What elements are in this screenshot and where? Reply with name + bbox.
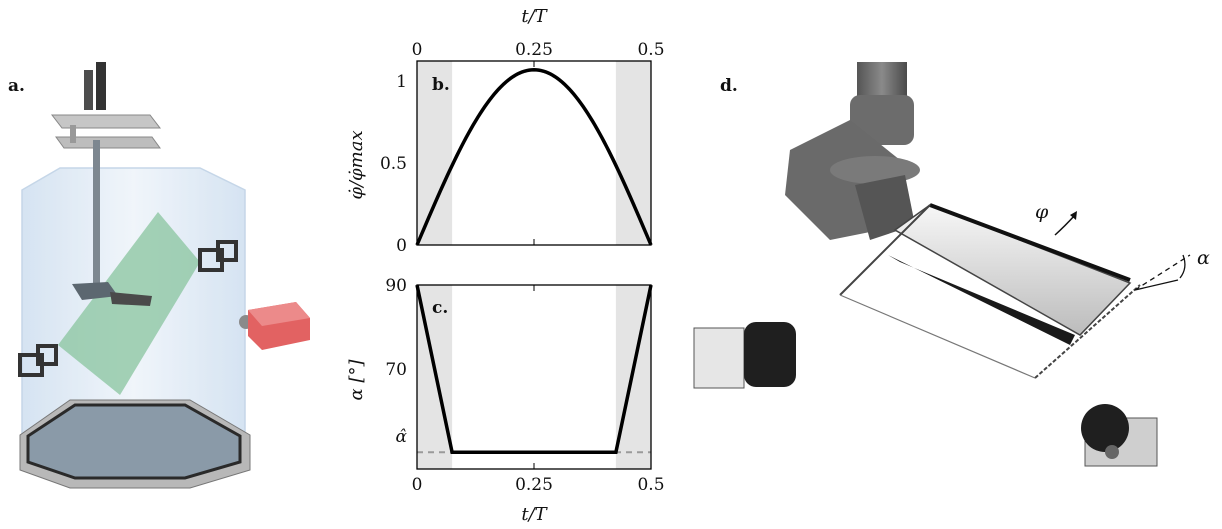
b-ylabel: φ̇/φ̇max [346, 130, 367, 199]
phi-arrow [1054, 214, 1076, 236]
bottom-xtick-1: 0.25 [515, 475, 553, 495]
b-ytick-0: 0 [396, 236, 407, 256]
top-xtick-0: 0 [412, 40, 423, 60]
shaft [93, 140, 100, 290]
c-ylabel: α [°] [346, 359, 367, 401]
motor-right [96, 62, 106, 110]
wing-blade [110, 292, 152, 306]
traverse-plate [50, 114, 162, 129]
c-ytick-70: 70 [385, 360, 407, 380]
chart-c-ticks [416, 285, 652, 469]
c-ytick-hat: α̂ [396, 427, 408, 447]
bracket-right-2 [216, 240, 238, 262]
bottom-xtick-2: 0.5 [637, 475, 664, 495]
motor-left [84, 70, 93, 110]
wing-top-edge [929, 203, 1131, 282]
panel-a-label: a. [8, 76, 25, 96]
top-xtick-2: 0.5 [637, 40, 664, 60]
wing-rod-front [839, 294, 1036, 379]
phi-label: φ [1035, 201, 1049, 223]
traverse-plate-lower [55, 136, 161, 149]
robot-wrist [855, 175, 915, 240]
camera-left-lens [744, 322, 796, 387]
camera-left-body [693, 327, 745, 389]
wing-model [72, 282, 118, 300]
c-ytick-90: 90 [385, 276, 407, 296]
alpha-reference-line [1134, 254, 1191, 291]
chart-c [415, 284, 653, 470]
tank-illustration [18, 62, 310, 489]
wing-edge-dark [888, 255, 1075, 345]
tank-floor [26, 403, 242, 480]
chart-b-shade-right [615, 61, 651, 245]
camera-red-top [248, 302, 310, 326]
camera-right-port [1105, 445, 1119, 459]
bottom-xlabel: t/T [521, 504, 548, 525]
camera-right-lens [1081, 404, 1129, 452]
phi-arrowhead [1070, 211, 1077, 220]
robot-illustration [693, 62, 1191, 467]
chart-c-angle-line [415, 284, 653, 455]
wing-drum [893, 204, 1132, 336]
b-ytick-05: 0.5 [380, 154, 407, 174]
wing-rod-right [1034, 284, 1141, 379]
chart-b-velocity-line [415, 68, 653, 246]
chart-b-shade-left [417, 61, 453, 245]
traverse-post [70, 125, 76, 143]
alpha-label: α [1197, 247, 1210, 269]
robot-joint-top [850, 95, 914, 145]
top-xlabel: t/T [521, 6, 548, 27]
robot-disc [830, 156, 920, 184]
chart-b [415, 60, 653, 246]
b-ytick-1: 1 [396, 72, 407, 92]
panel-c-label: c. [432, 298, 448, 318]
top-xtick-1: 0.25 [515, 40, 553, 60]
chart-b-ticks [416, 61, 652, 245]
alpha-arc [1179, 254, 1186, 279]
panel-b-label: b. [432, 75, 450, 95]
alpha-chord-line [1134, 279, 1179, 291]
bracket-left-2 [36, 344, 58, 366]
bottom-xtick-0: 0 [412, 475, 423, 495]
panel-d-label: d. [720, 76, 738, 96]
wing-rod-left [839, 204, 931, 296]
